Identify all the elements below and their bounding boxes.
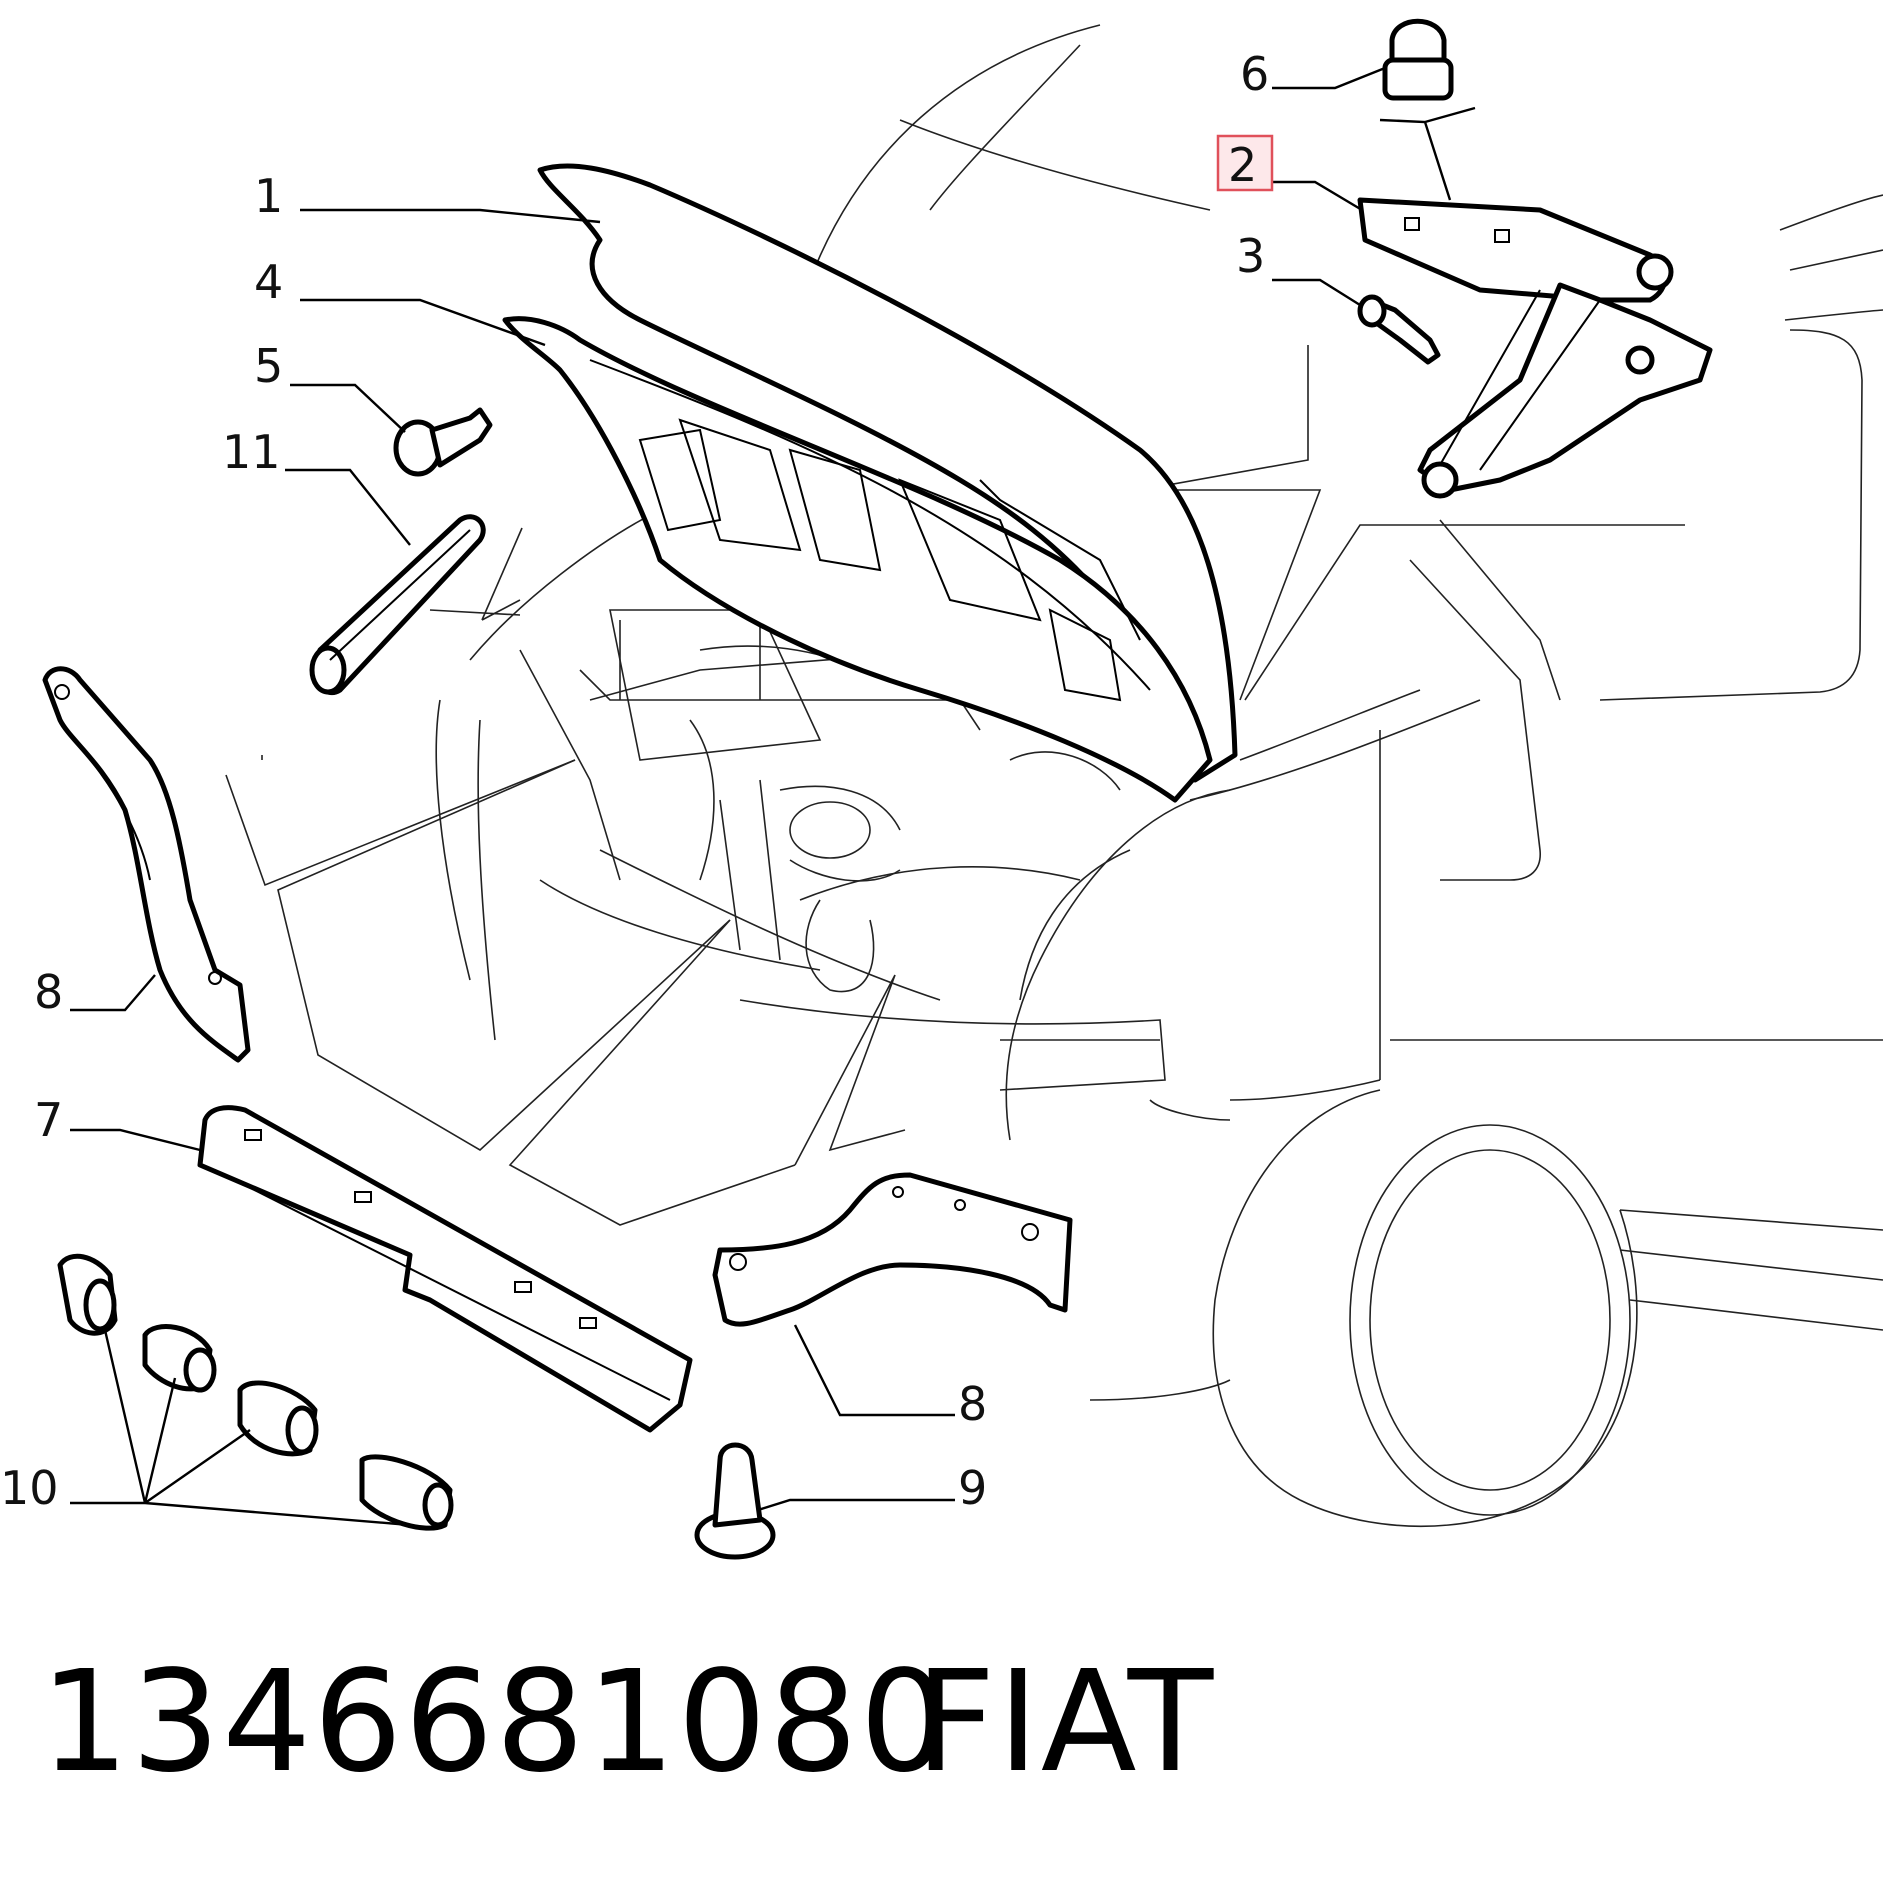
callout-11: 11 bbox=[222, 425, 281, 479]
leader-lines bbox=[70, 66, 1476, 1527]
caption: 1346681080 FIAT bbox=[40, 1641, 1215, 1804]
front-wheel bbox=[1089, 1089, 1638, 1528]
callout-3: 3 bbox=[1236, 229, 1265, 283]
part-4-hood-inner-panel bbox=[502, 316, 1213, 803]
part-11-seal-strip bbox=[309, 514, 486, 695]
part-8-right-bracket bbox=[712, 1172, 1073, 1327]
callout-5: 5 bbox=[254, 339, 283, 393]
callout-6: 6 bbox=[1240, 47, 1269, 101]
callout-10: 10 bbox=[0, 1461, 59, 1515]
part-5-screw bbox=[393, 407, 493, 477]
brand-name: FIAT bbox=[915, 1641, 1215, 1804]
part-9-push-clip bbox=[694, 1442, 776, 1560]
callout-9: 9 bbox=[958, 1461, 987, 1515]
callout-2: 2 bbox=[1228, 138, 1257, 192]
callout-7: 7 bbox=[34, 1093, 63, 1147]
callout-8-right: 8 bbox=[958, 1377, 987, 1431]
part-10-rubber-buffers bbox=[57, 1253, 454, 1531]
part-3-screw bbox=[1357, 294, 1441, 365]
vehicle-body-outline bbox=[225, 24, 1883, 1528]
callout-4: 4 bbox=[254, 255, 283, 309]
callout-2-highlight bbox=[1216, 134, 1274, 192]
part-7-cross-member bbox=[197, 1105, 693, 1433]
callout-labels: 1 2 3 4 5 6 7 8 8 9 10 11 bbox=[0, 47, 1274, 1515]
callout-8-left: 8 bbox=[34, 965, 63, 1019]
callout-1: 1 bbox=[254, 169, 283, 223]
part-6-rubber-stop bbox=[1382, 18, 1454, 101]
part-number: 1346681080 bbox=[40, 1641, 951, 1804]
part-8-left-bracket bbox=[42, 666, 251, 1063]
part-2-hood-hinge bbox=[1357, 197, 1713, 499]
